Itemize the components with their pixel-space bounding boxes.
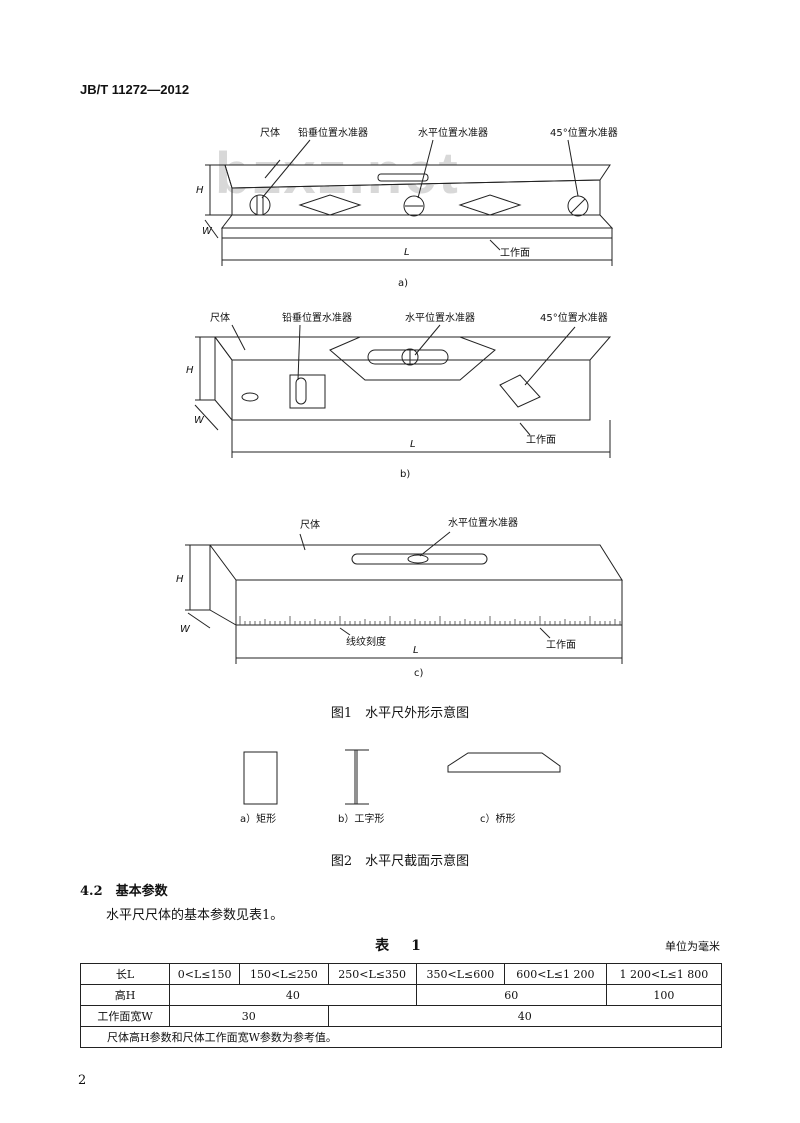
- fig1c-W: W: [180, 624, 191, 635]
- fig1b-work-face: 工作面: [526, 434, 556, 446]
- fig1a-work-face: 工作面: [500, 247, 530, 259]
- table-cell: 0<L≤150: [168, 963, 241, 985]
- table-row-width: 工作面宽W 30 40: [80, 1005, 723, 1027]
- table-cell: 100: [605, 984, 723, 1006]
- fig1a-plumb-vial: 铅垂位置水准器: [298, 126, 368, 139]
- fig1c-level-vial: 水平位置水准器: [448, 516, 518, 529]
- fig1b-W: W: [194, 415, 205, 426]
- fig1a-45-vial: 45°位置水准器: [550, 126, 618, 139]
- fig1b-H: H: [186, 365, 194, 376]
- page-number: 2: [78, 1073, 87, 1088]
- figure-2-caption: 图2 水平尺截面示意图: [330, 854, 470, 869]
- fig1a-L: L: [404, 247, 410, 258]
- table-cell: 高H: [80, 984, 170, 1006]
- table-row-length: 长L 0<L≤150 150<L≤250 250<L≤350 350<L≤600…: [80, 963, 723, 985]
- figure-1c: 尺体 水平位置水准器 线纹刻度 工作面 H W L c): [176, 516, 623, 679]
- fig1a-H: H: [196, 185, 204, 196]
- fig1a-ruler-body: 尺体: [260, 127, 280, 139]
- table-cell: 40: [169, 984, 417, 1006]
- table-cell: 150<L≤250: [239, 963, 329, 985]
- table-caption: 表 1: [375, 938, 425, 954]
- figure-2: a）矩形 b）工字形 c）桥形: [240, 749, 561, 825]
- table-unit: 单位为毫米: [665, 940, 720, 953]
- fig1c-H: H: [176, 574, 184, 585]
- standard-number: JB/T 11272—2012: [80, 82, 190, 97]
- fig1b-45-vial: 45°位置水准器: [540, 311, 608, 324]
- fig1c-sub: c): [414, 668, 423, 679]
- fig1c-work-face: 工作面: [546, 639, 576, 651]
- fig1b-ruler-body: 尺体: [210, 312, 230, 324]
- fig1a-level-vial: 水平位置水准器: [418, 126, 488, 139]
- section-heading: 4.2 基本参数: [80, 884, 168, 899]
- table-note: 尺体高H参数和尺体工作面宽W参数为参考值。: [80, 1026, 722, 1048]
- table-cell: 60: [415, 984, 607, 1006]
- fig1c-L: L: [413, 645, 419, 656]
- table-cell: 600<L≤1 200: [504, 963, 607, 985]
- fig1c-ruler-body: 尺体: [300, 519, 320, 531]
- fig1b-sub: b): [400, 469, 410, 480]
- table-row-height: 高H 40 60 100: [80, 984, 723, 1006]
- table-cell: 250<L≤350: [327, 963, 417, 985]
- table-cell: 40: [327, 1005, 723, 1027]
- section-paragraph: 水平尺尺体的基本参数见表1。: [106, 908, 284, 923]
- fig2-c-label: c）桥形: [480, 813, 516, 825]
- table-cell: 30: [169, 1005, 329, 1027]
- table-cell: 工作面宽W: [80, 1005, 170, 1027]
- fig1a-sub: a): [398, 278, 408, 289]
- table-row-note: 尺体高H参数和尺体工作面宽W参数为参考值。: [80, 1026, 722, 1048]
- table-cell: 1 200<L≤1 800: [605, 963, 723, 985]
- figure-1b: 尺体 铅垂位置水准器 水平位置水准器 45°位置水准器 工作面 H W L b): [186, 311, 612, 480]
- parameter-table: 长L 0<L≤150 150<L≤250 250<L≤350 350<L≤600…: [80, 963, 723, 1048]
- fig2-a-label: a）矩形: [240, 812, 276, 825]
- fig1b-plumb-vial: 铅垂位置水准器: [282, 311, 352, 324]
- fig1c-scale: 线纹刻度: [346, 635, 386, 648]
- table-cell: 350<L≤600: [415, 963, 506, 985]
- fig2-b-label: b）工字形: [338, 812, 384, 825]
- figure-1-caption: 图1 水平尺外形示意图: [330, 706, 470, 721]
- figure-1a: 尺体 铅垂位置水准器 水平位置水准器 45°位置水准器 工作面 H W L a): [196, 126, 618, 289]
- table-cell: 长L: [80, 963, 170, 985]
- fig1b-L: L: [410, 439, 416, 450]
- fig1b-level-vial: 水平位置水准器: [405, 311, 475, 324]
- fig1a-W: W: [202, 226, 213, 237]
